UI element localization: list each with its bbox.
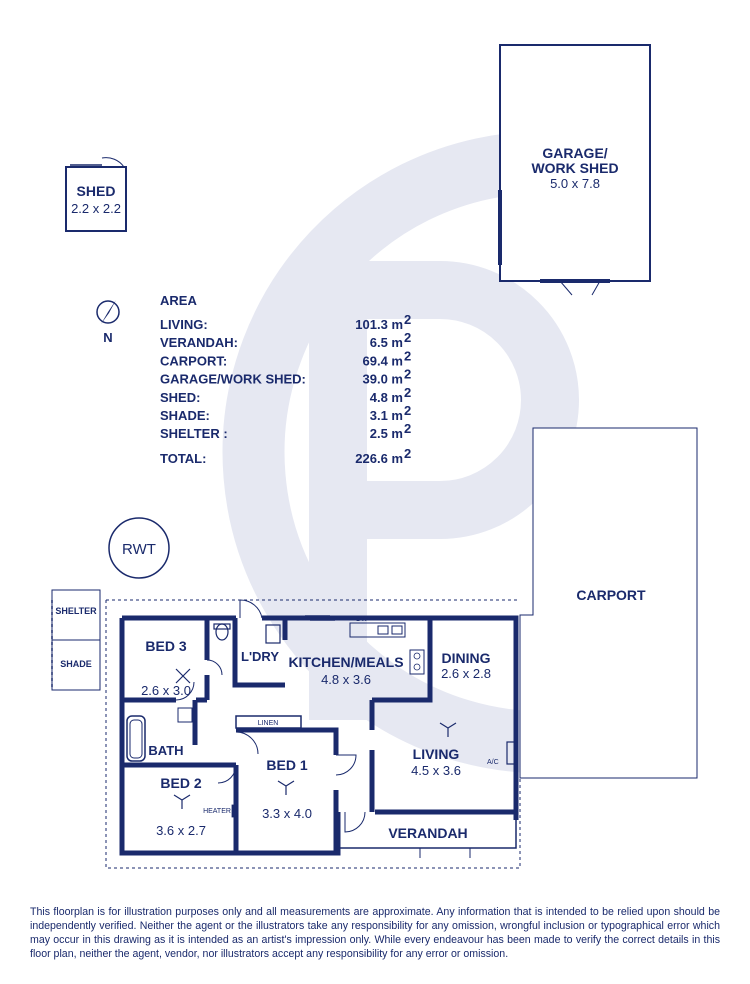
bed3-label: BED 3 <box>145 638 186 654</box>
area-row-label: GARAGE/WORK SHED: <box>160 372 306 387</box>
rwt-label: RWT <box>122 541 156 558</box>
shelter-label: SHELTER <box>55 606 97 616</box>
area-row-label: SHED: <box>160 390 200 405</box>
area-row-unit-sup: 2 <box>404 367 411 382</box>
area-row-label: CARPORT: <box>160 353 227 368</box>
compass-icon: N <box>96 300 120 345</box>
shade-label: SHADE <box>60 659 92 669</box>
linen-label: LINEN <box>258 720 279 727</box>
dining-dims: 2.6 x 2.8 <box>441 666 491 681</box>
verandah-label: VERANDAH <box>388 825 467 841</box>
area-row-value: 6.5 m <box>370 335 403 350</box>
area-row-value: 3.1 m <box>370 408 403 423</box>
bed2-label: BED 2 <box>160 775 201 791</box>
area-row-unit-sup: 2 <box>404 403 411 418</box>
garage-label-1: GARAGE/ <box>542 145 607 161</box>
bath-label: BATH <box>148 743 183 758</box>
ceiling-fan-icon <box>173 668 457 809</box>
area-total-value: 226.6 m <box>355 451 403 466</box>
dining-label: DINING <box>442 650 491 666</box>
bed3-dims: 2.6 x 3.0 <box>141 683 191 698</box>
carport: CARPORT <box>519 427 698 779</box>
rwt-tank: RWT <box>108 517 170 579</box>
bed1-label: BED 1 <box>266 757 307 773</box>
kitchen-dims: 4.8 x 3.6 <box>321 672 371 687</box>
shed: SHED 2.2 x 2.2 <box>65 157 127 232</box>
area-row-label: LIVING: <box>160 317 208 332</box>
area-row-value: 101.3 m <box>355 317 403 332</box>
living-dims: 4.5 x 3.6 <box>411 763 461 778</box>
area-title: AREA <box>160 293 197 308</box>
area-total-unit-sup: 2 <box>404 446 411 461</box>
area-row-label: SHADE: <box>160 408 210 423</box>
area-row-value: 4.8 m <box>370 390 403 405</box>
ldry-label: L'DRY <box>241 649 279 664</box>
area-row-value: 69.4 m <box>363 353 403 368</box>
area-row-label: VERANDAH: <box>160 335 238 350</box>
area-row-unit-sup: 2 <box>404 385 411 400</box>
living-label: LIVING <box>413 746 460 762</box>
bed1-dims: 3.3 x 4.0 <box>262 806 312 821</box>
house <box>119 599 519 858</box>
heater-label: HEATER <box>203 808 231 815</box>
area-row-unit-sup: 2 <box>404 312 411 327</box>
area-row-label: SHELTER : <box>160 426 228 441</box>
shed-dims: 2.2 x 2.2 <box>71 201 121 216</box>
kitchen-label: KITCHEN/MEALS <box>288 654 403 670</box>
shed-label: SHED <box>77 183 116 199</box>
area-row-value: 2.5 m <box>370 426 403 441</box>
garage-label-2: WORK SHED <box>531 160 618 176</box>
compass-label: N <box>103 330 112 345</box>
property-boundary <box>105 599 521 869</box>
ac-label: A/C <box>487 759 499 766</box>
garage: GARAGE/ WORK SHED 5.0 x 7.8 <box>498 44 651 296</box>
bed2-dims: 3.6 x 2.7 <box>156 823 206 838</box>
dw-label: DW <box>356 616 368 623</box>
area-total-label: TOTAL: <box>160 451 206 466</box>
carport-label: CARPORT <box>576 587 646 603</box>
disclaimer: This floorplan is for illustration purpo… <box>30 906 720 960</box>
area-row-unit-sup: 2 <box>404 421 411 436</box>
garage-dims: 5.0 x 7.8 <box>550 176 600 191</box>
watermark-logo <box>222 131 667 774</box>
shelter-shade: SHELTER SHADE <box>51 589 101 691</box>
area-row-unit-sup: 2 <box>404 348 411 363</box>
area-row-value: 39.0 m <box>363 372 403 387</box>
area-row-unit-sup: 2 <box>404 330 411 345</box>
